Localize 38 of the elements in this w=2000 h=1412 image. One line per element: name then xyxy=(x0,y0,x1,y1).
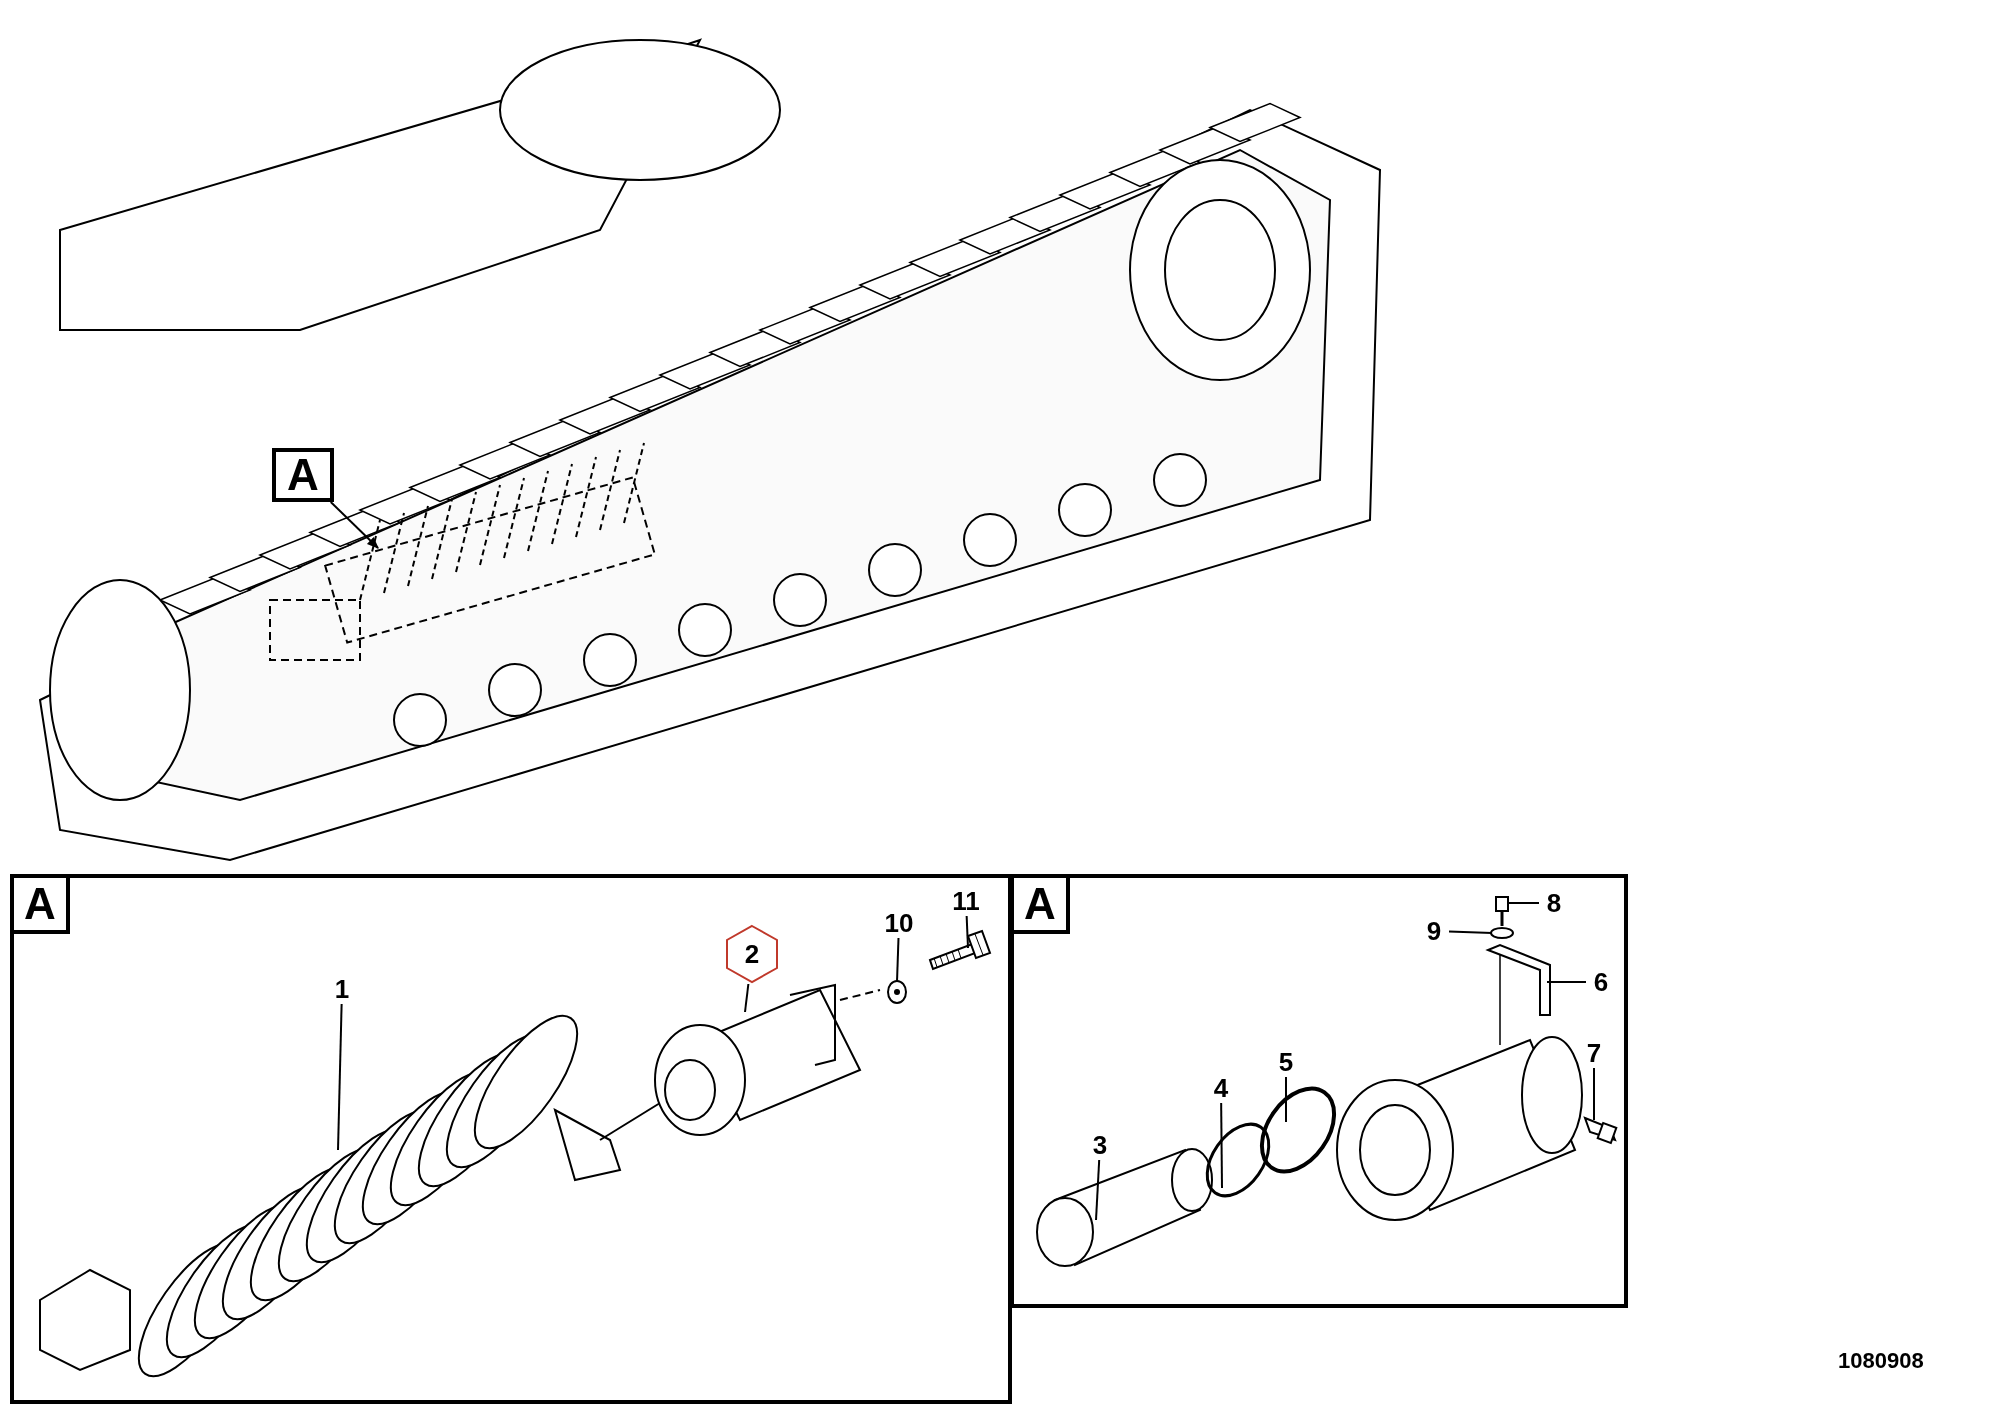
cylinder-drawing xyxy=(654,983,881,1136)
leader-line xyxy=(965,915,969,949)
o-ring xyxy=(1205,1122,1271,1198)
detail-panel xyxy=(10,874,1012,1404)
callout-number: 1 xyxy=(327,974,357,1004)
view-marker: A xyxy=(272,448,334,502)
drawing-number: 1080908 xyxy=(1838,1348,1924,1374)
callout-number: 3 xyxy=(1085,1130,1115,1160)
view-letter: A xyxy=(14,878,70,934)
callout-number: 6 xyxy=(1586,967,1616,997)
callout-number: 9 xyxy=(1419,916,1449,946)
detail-panel xyxy=(1010,874,1628,1308)
screw-drawing xyxy=(1495,896,1509,926)
leader-line xyxy=(1593,1067,1595,1121)
leader-line xyxy=(744,983,750,1013)
leader-line xyxy=(1546,981,1587,983)
washer-drawing xyxy=(887,980,907,1004)
leader-line xyxy=(337,1003,343,1151)
washer xyxy=(1490,927,1514,939)
bracket-drawing xyxy=(1485,943,1551,1016)
leader-line xyxy=(1095,1159,1101,1221)
leader-line xyxy=(896,937,900,983)
callout-number: 8 xyxy=(1539,888,1569,918)
leader-line xyxy=(1448,930,1493,934)
grease-fitting-drawing xyxy=(1583,1116,1618,1145)
bolt-drawing xyxy=(928,929,992,971)
leader-line xyxy=(1285,1076,1287,1123)
callout-number: 10 xyxy=(880,908,918,938)
callout-number: 11 xyxy=(946,886,986,916)
leader-line xyxy=(1506,902,1540,904)
view-letter: A xyxy=(1014,878,1070,934)
ring xyxy=(1259,1086,1337,1174)
leader-line xyxy=(1220,1102,1223,1189)
leader-arrow xyxy=(329,501,379,549)
callout-number: 7 xyxy=(1579,1038,1609,1068)
callout-number: 4 xyxy=(1206,1073,1236,1103)
callout-number: 5 xyxy=(1271,1047,1301,1077)
tensioner-drawing xyxy=(269,442,657,661)
